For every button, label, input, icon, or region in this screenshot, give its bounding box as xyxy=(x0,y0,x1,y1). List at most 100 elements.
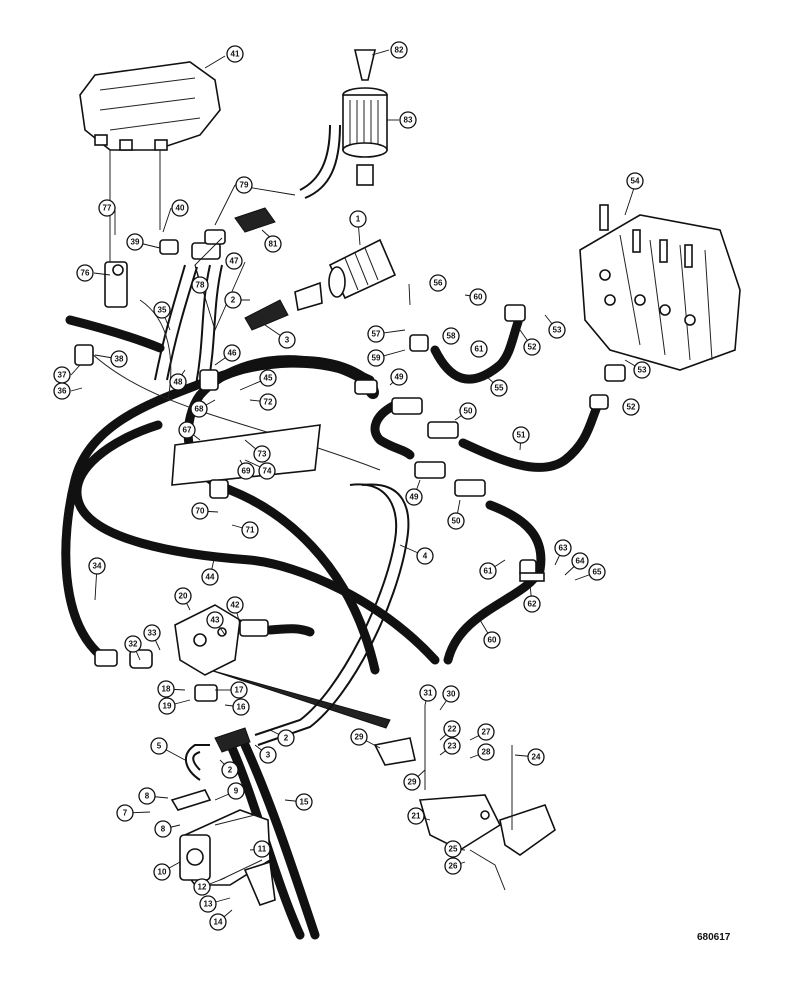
svg-text:32: 32 xyxy=(129,640,138,649)
callout-70: 68 xyxy=(190,400,208,418)
callout-83: 83 xyxy=(399,111,417,129)
callout-49: 48 xyxy=(169,373,187,391)
svg-text:38: 38 xyxy=(115,355,124,364)
svg-text:35: 35 xyxy=(158,306,167,315)
callout-74: 72 xyxy=(259,393,277,411)
callout-72: 70 xyxy=(191,502,209,520)
svg-text:33: 33 xyxy=(148,629,157,638)
svg-text:64: 64 xyxy=(576,557,585,566)
svg-text:24: 24 xyxy=(532,753,541,762)
svg-text:2: 2 xyxy=(284,734,289,743)
callout-39: 38 xyxy=(110,350,128,368)
callout-42: 41 xyxy=(226,45,244,63)
svg-text:8: 8 xyxy=(161,825,166,834)
svg-text:53: 53 xyxy=(553,326,562,335)
callout-30: 29 xyxy=(403,773,421,791)
callout-45: 44 xyxy=(201,568,219,586)
callout-35: 34 xyxy=(88,557,106,575)
callout-58: 57 xyxy=(367,325,385,343)
svg-text:45: 45 xyxy=(264,374,273,383)
svg-text:2: 2 xyxy=(228,766,233,775)
svg-text:51: 51 xyxy=(517,431,526,440)
svg-text:36: 36 xyxy=(58,387,67,396)
callout-8a: 8 xyxy=(138,787,156,805)
bracket-21 xyxy=(373,705,556,891)
callout-63: 60 xyxy=(483,631,501,649)
callout-24: 24 xyxy=(527,748,545,766)
callout-61: 60 xyxy=(469,288,487,306)
callout-16: 16 xyxy=(232,698,250,716)
fittings xyxy=(74,207,626,906)
svg-text:71: 71 xyxy=(246,526,255,535)
callout-55: 54 xyxy=(626,172,644,190)
svg-text:67: 67 xyxy=(183,426,192,435)
callout-9: 9 xyxy=(227,782,245,800)
callout-51-mid: 50 xyxy=(447,512,465,530)
callout-18: 18 xyxy=(157,680,175,698)
svg-text:72: 72 xyxy=(264,398,273,407)
callout-7: 7 xyxy=(116,804,134,822)
callout-65: 62 xyxy=(523,595,541,613)
svg-text:83: 83 xyxy=(404,116,413,125)
svg-text:73: 73 xyxy=(258,450,267,459)
callout-26: 26 xyxy=(444,857,462,875)
callout-2-mid: 2 xyxy=(277,729,295,747)
svg-text:1: 1 xyxy=(356,215,361,224)
callout-34: 33 xyxy=(143,624,161,642)
valve-block-20 xyxy=(174,604,241,676)
svg-text:54: 54 xyxy=(631,177,640,186)
svg-text:70: 70 xyxy=(196,507,205,516)
svg-text:52: 52 xyxy=(528,343,537,352)
callout-10: 10 xyxy=(153,863,171,881)
callout-81: 81 xyxy=(264,235,282,253)
callout-32: 31 xyxy=(419,684,437,702)
svg-text:43: 43 xyxy=(211,616,220,625)
callouts: 41 82 83 79 54 77 40 1 39 81 47 76 78 56… xyxy=(53,41,651,931)
callout-25: 25 xyxy=(444,840,462,858)
callout-4: 4 xyxy=(416,547,434,565)
svg-text:18: 18 xyxy=(162,685,171,694)
svg-text:15: 15 xyxy=(300,798,309,807)
hose-56 xyxy=(430,317,523,384)
svg-text:8: 8 xyxy=(145,792,150,801)
callout-43: 42 xyxy=(226,596,244,614)
callout-69: 67 xyxy=(178,421,196,439)
callout-20: 20 xyxy=(174,587,192,605)
svg-text:40: 40 xyxy=(176,204,185,213)
svg-text:48: 48 xyxy=(174,378,183,387)
callout-77: 76 xyxy=(76,264,94,282)
svg-text:2: 2 xyxy=(231,296,236,305)
callout-37: 36 xyxy=(53,382,71,400)
callout-75: 73 xyxy=(253,445,271,463)
svg-text:49: 49 xyxy=(410,493,419,502)
figure-reference-number: 680617 xyxy=(697,932,731,943)
hose-15 xyxy=(240,740,320,940)
svg-text:14: 14 xyxy=(214,918,223,927)
svg-text:50: 50 xyxy=(452,517,461,526)
callout-66: 63 xyxy=(554,539,572,557)
svg-text:53: 53 xyxy=(638,366,647,375)
hose-20-right xyxy=(265,624,315,637)
control-valve-42 xyxy=(79,61,221,265)
svg-text:47: 47 xyxy=(230,257,239,266)
svg-text:20: 20 xyxy=(179,592,188,601)
callout-50-top: 49 xyxy=(390,368,408,386)
callout-8b: 8 xyxy=(154,820,172,838)
callout-73: 71 xyxy=(241,521,259,539)
callout-82: 82 xyxy=(390,41,408,59)
svg-text:11: 11 xyxy=(258,845,267,854)
callout-40: 39 xyxy=(126,233,144,251)
svg-text:60: 60 xyxy=(488,636,497,645)
svg-text:44: 44 xyxy=(206,573,215,582)
svg-text:23: 23 xyxy=(448,742,457,751)
callout-11: 11 xyxy=(253,840,271,858)
callout-62: 61 xyxy=(470,340,488,358)
callout-48: 47 xyxy=(225,252,243,270)
callout-59: 58 xyxy=(442,327,460,345)
callout-3-top: 3 xyxy=(278,331,296,349)
svg-text:28: 28 xyxy=(482,748,491,757)
callout-54-top: 53 xyxy=(548,321,566,339)
svg-text:25: 25 xyxy=(449,845,458,854)
callout-22: 22 xyxy=(443,720,461,738)
